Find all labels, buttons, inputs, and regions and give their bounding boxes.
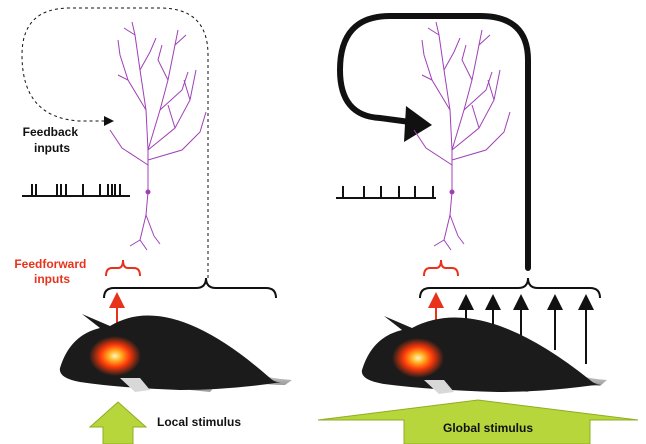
spike-train-right (336, 186, 436, 198)
right-panel: Global stimulus (318, 16, 638, 444)
feedback-label: Feedback inputs (23, 125, 82, 155)
neuron-right (414, 22, 510, 250)
feedback-thick-loop (340, 16, 528, 268)
receptive-field-brace-right (420, 278, 600, 298)
global-stimulus-label: Global stimulus (443, 421, 533, 435)
spike-train-left (22, 184, 130, 196)
neuron-left (110, 22, 206, 250)
feedforward-brace-left (106, 260, 140, 276)
feedback-label-line1: Feedback (23, 125, 79, 139)
left-panel: Feedback inputs Feedforward inputs Local… (14, 8, 292, 444)
feedback-dashed-arrowhead (104, 116, 114, 126)
local-stimulus-label: Local stimulus (157, 415, 241, 429)
feedforward-label: Feedforward inputs (14, 257, 89, 286)
local-stimulus-arrow (90, 402, 146, 444)
feedback-label-line2: inputs (34, 141, 70, 155)
fish-right (362, 316, 607, 394)
feedforward-label-line1: Feedforward (14, 257, 86, 271)
fish-left (60, 314, 292, 392)
feedforward-brace-right (424, 260, 458, 276)
receptive-field-brace-left (104, 278, 276, 298)
feedforward-label-line2: inputs (34, 272, 70, 286)
